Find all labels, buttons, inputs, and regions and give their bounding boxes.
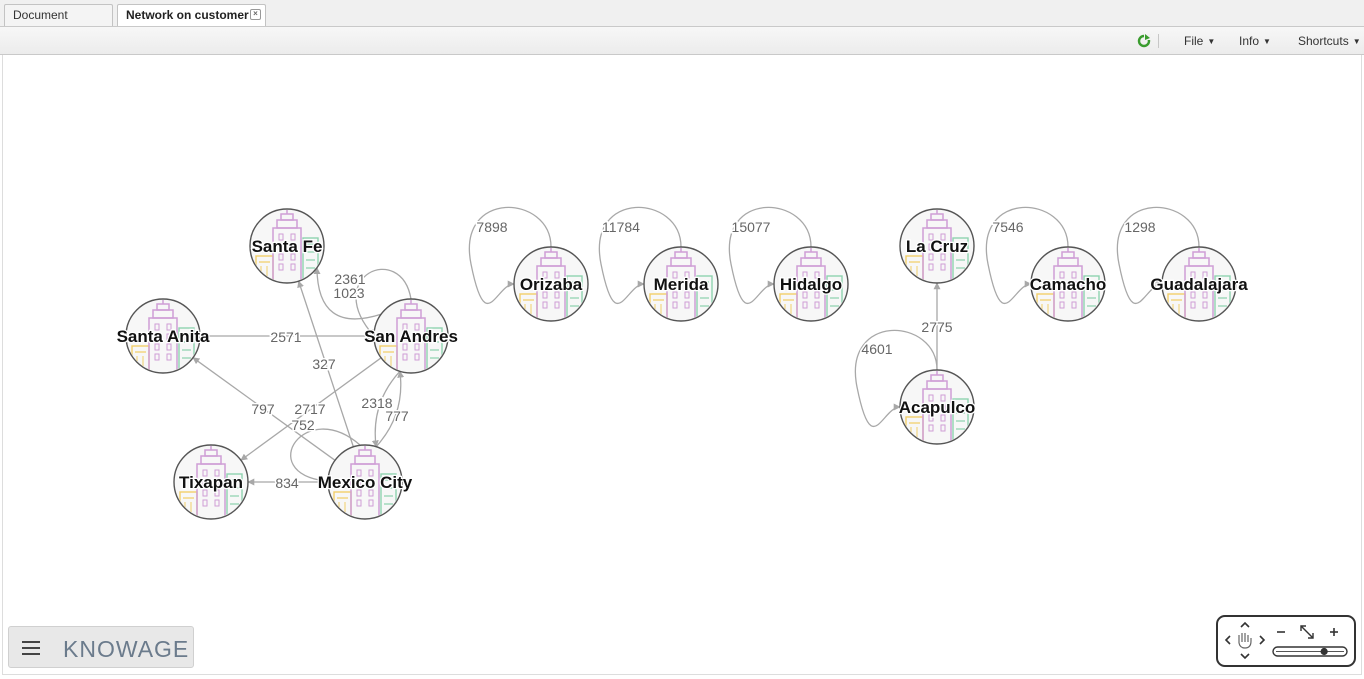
close-icon[interactable]: × <box>250 9 261 20</box>
edge-san-andres-to-tixapan[interactable] <box>240 357 382 461</box>
node-camacho[interactable]: Camacho <box>1028 246 1108 324</box>
edge-merida-to-merida[interactable] <box>598 206 682 305</box>
zoom-slider-knob[interactable] <box>1320 647 1328 656</box>
shortcuts-menu-button[interactable]: Shortcuts▼ <box>1298 33 1361 50</box>
pan-left-icon[interactable] <box>1224 635 1231 645</box>
info-label: Info <box>1239 34 1260 48</box>
edge-value-label: 1298 <box>1124 219 1155 235</box>
edge-mexico-city-to-mexico-city[interactable] <box>290 428 361 484</box>
node-san-andres[interactable]: San Andres <box>363 298 459 376</box>
building-icon <box>333 446 397 518</box>
edge-mexico-city-to-san-andres[interactable] <box>375 370 405 448</box>
edge-camacho-to-camacho[interactable] <box>985 206 1069 305</box>
edge-mexico-city-to-santa-fe[interactable] <box>297 280 355 448</box>
edge-value-label: 2571 <box>270 329 301 345</box>
toolbar-separator <box>1158 34 1159 48</box>
shortcuts-label: Shortcuts <box>1298 34 1349 48</box>
node-label: Camacho <box>1030 275 1107 294</box>
zoom-in-icon[interactable] <box>1330 628 1338 636</box>
edge-acapulco-to-acapulco[interactable] <box>854 329 938 428</box>
edge-value-label: 2361 <box>334 271 365 287</box>
node-santa-fe[interactable]: Santa Fe <box>249 208 325 286</box>
menu-icon[interactable] <box>22 641 40 655</box>
node-label: San Andres <box>364 327 458 346</box>
info-menu-button[interactable]: Info▼ <box>1239 33 1271 50</box>
edge-value-label: 15077 <box>732 219 771 235</box>
node-label: La Cruz <box>906 237 968 256</box>
node-orizaba[interactable]: Orizaba <box>513 246 589 324</box>
node-label: Acapulco <box>899 398 976 417</box>
node-mexico-city[interactable]: Mexico City <box>317 444 414 522</box>
caret-down-icon: ▼ <box>1207 37 1216 46</box>
edge-value-label: 327 <box>312 356 336 372</box>
node-label: Santa Anita <box>117 327 210 346</box>
edge-value-label: 797 <box>251 401 275 417</box>
edge-value-label: 4601 <box>861 341 892 357</box>
edge-value-label: 2717 <box>294 401 325 417</box>
edge-value-label: 11784 <box>602 219 640 235</box>
building-icon <box>179 446 243 518</box>
node-label: Merida <box>654 275 709 294</box>
edge-san-andres-to-mexico-city[interactable] <box>371 370 401 448</box>
file-menu-button[interactable]: File▼ <box>1184 33 1215 50</box>
edge-value-label: 834 <box>275 475 299 491</box>
edge-orizaba-to-orizaba[interactable] <box>468 206 552 305</box>
edge-hidalgo-to-hidalgo[interactable] <box>728 206 812 305</box>
brand-panel: KNOWAGE <box>8 626 194 668</box>
fit-icon[interactable] <box>1300 625 1314 639</box>
node-label: Tixapan <box>179 473 243 492</box>
node-tixapan[interactable]: Tixapan <box>173 444 249 522</box>
pan-hand-icon[interactable] <box>1238 633 1252 649</box>
pan-down-icon[interactable] <box>1240 653 1250 660</box>
edge-san-andres-to-san-andres[interactable] <box>355 268 412 337</box>
tab-bar: Document browser Network on customer × <box>0 0 1364 43</box>
building-icon <box>905 371 969 443</box>
pan-right-icon[interactable] <box>1259 635 1266 645</box>
edge-guadalajara-to-guadalajara[interactable] <box>1116 206 1200 305</box>
node-label: Hidalgo <box>780 275 842 294</box>
node-label: Orizaba <box>520 275 583 294</box>
node-acapulco[interactable]: Acapulco <box>897 369 977 447</box>
node-guadalajara[interactable]: Guadalajara <box>1149 246 1249 324</box>
edge-value-label: 7546 <box>992 219 1023 235</box>
toolbar: File▼ Info▼ Shortcuts▼ <box>0 27 1364 55</box>
zoom-slider[interactable] <box>1272 646 1348 657</box>
pan-up-icon[interactable] <box>1240 621 1250 628</box>
building-icon <box>1036 248 1100 320</box>
edge-mexico-city-to-santa-anita[interactable] <box>192 357 336 461</box>
caret-down-icon: ▼ <box>1352 37 1361 46</box>
knowage-logo: KNOWAGE <box>63 636 190 662</box>
edge-san-andres-to-santa-fe[interactable] <box>313 267 382 320</box>
edge-value-label: 752 <box>291 417 315 433</box>
node-la-cruz[interactable]: La Cruz <box>899 208 975 286</box>
edge-value-label: 1023 <box>333 285 364 301</box>
node-merida[interactable]: Merida <box>643 246 719 324</box>
edge-value-label: 2775 <box>921 319 952 335</box>
building-icon <box>905 210 969 282</box>
tab-document-browser[interactable]: Document browser <box>4 4 113 43</box>
tab-label: Network on customer <box>126 8 249 22</box>
caret-down-icon: ▼ <box>1263 37 1271 46</box>
node-hidalgo[interactable]: Hidalgo <box>773 246 849 324</box>
edge-value-label: 777 <box>385 408 409 424</box>
node-santa-anita[interactable]: Santa Anita <box>115 298 211 376</box>
edge-value-label: 7898 <box>476 219 507 235</box>
file-label: File <box>1184 34 1204 48</box>
navigation-controls <box>1216 615 1356 667</box>
node-label: Guadalajara <box>1150 275 1248 294</box>
tab-network-on-customer[interactable]: Network on customer × <box>117 4 266 26</box>
node-label: Santa Fe <box>252 237 323 256</box>
node-label: Mexico City <box>318 473 413 492</box>
refresh-icon[interactable] <box>1137 34 1151 48</box>
edge-value-label: 2318 <box>361 395 392 411</box>
